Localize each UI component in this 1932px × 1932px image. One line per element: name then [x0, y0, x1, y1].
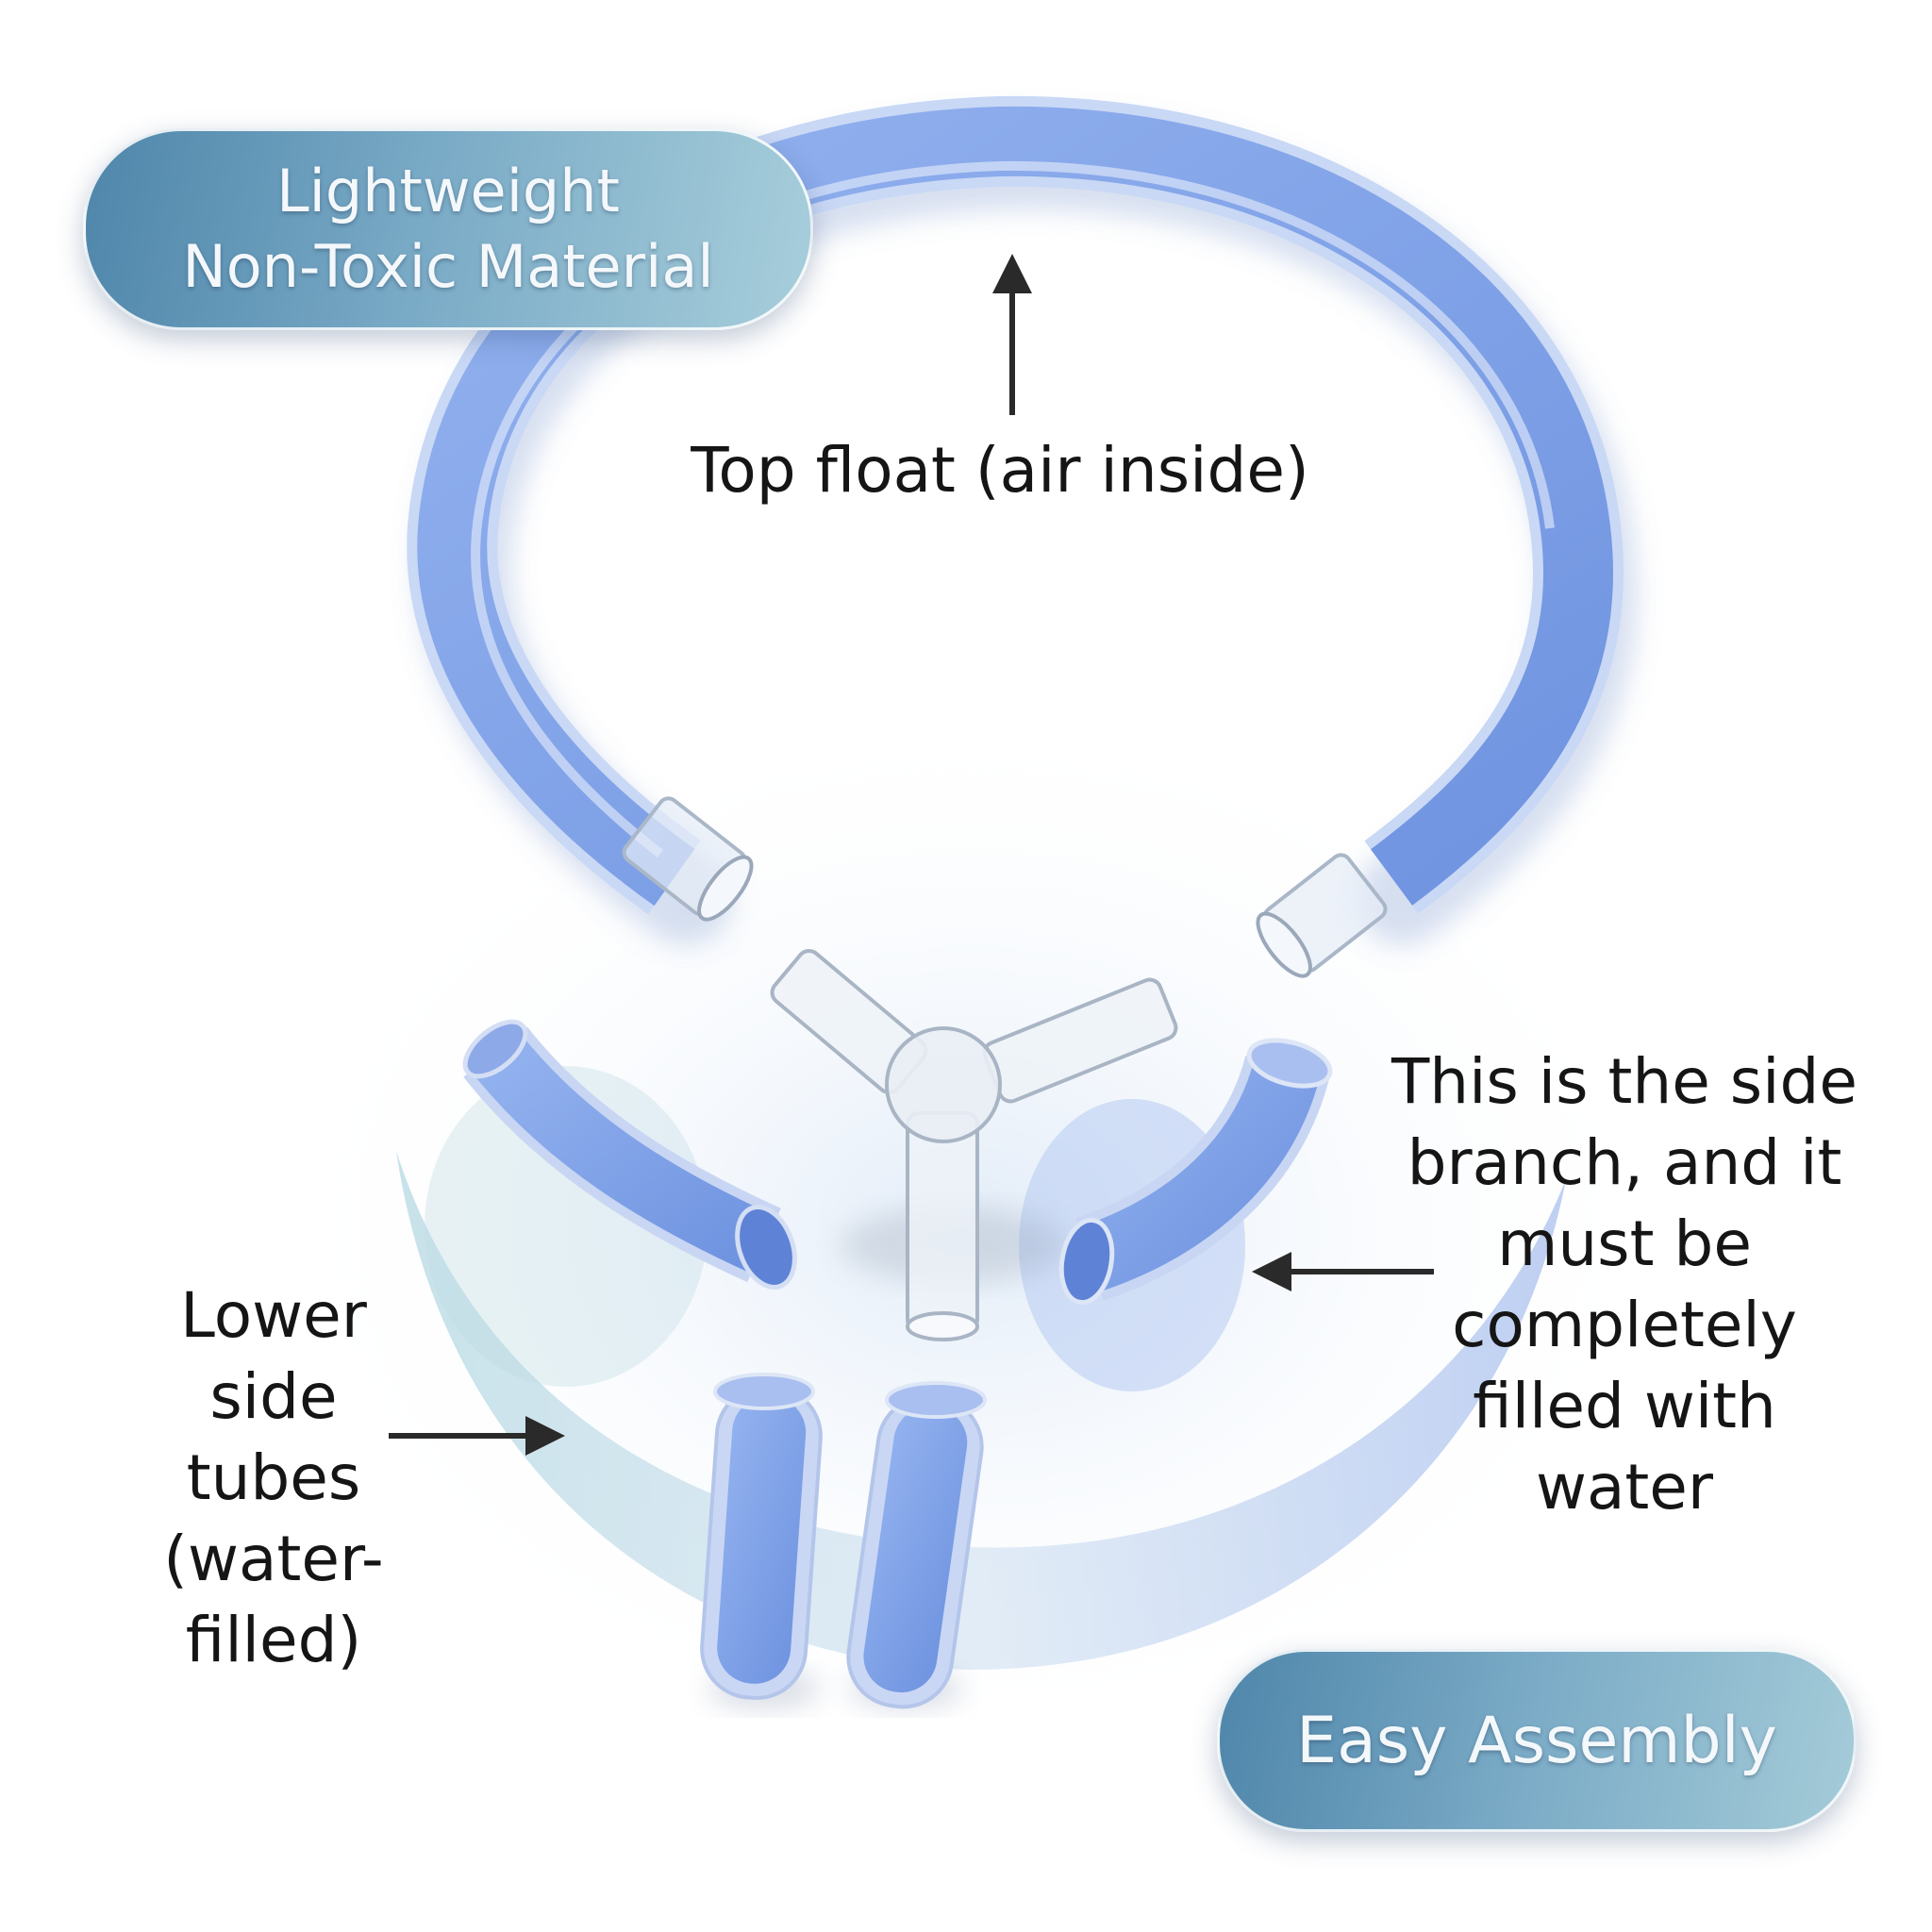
material-badge-line2: Non-Toxic Material — [182, 232, 714, 301]
side-branch-line: must be — [1497, 1208, 1752, 1280]
lower-tubes-line: tubes — [186, 1441, 361, 1514]
lower-tubes-line: side — [209, 1360, 338, 1433]
lower-tubes-callout: Lower side tubes (water- filled) — [132, 1275, 415, 1681]
lower-tube-left — [700, 1373, 823, 1709]
side-tube-left — [462, 1019, 797, 1290]
side-branch-line: water — [1535, 1451, 1714, 1524]
lower-tubes-line: Lower — [180, 1279, 367, 1352]
background-swoosh — [396, 1151, 1566, 1670]
side-branch-callout: This is the side branch, and it must be … — [1370, 1041, 1879, 1528]
side-branch-line: This is the side — [1391, 1045, 1858, 1118]
assembly-badge: Easy Assembly — [1217, 1649, 1857, 1832]
assembly-badge-label: Easy Assembly — [1296, 1703, 1777, 1778]
side-branch-line: completely — [1452, 1289, 1797, 1361]
side-branch-line: branch, and it — [1407, 1126, 1842, 1199]
left-connector — [622, 796, 754, 922]
y-connector — [770, 948, 1178, 1341]
top-float-tube — [407, 95, 1638, 945]
material-badge: Lightweight Non-Toxic Material — [83, 128, 813, 330]
top-float-callout: Top float (air inside) — [691, 434, 1309, 507]
lower-tubes-line: (water- — [163, 1523, 384, 1595]
side-branch-line: filled with — [1473, 1370, 1776, 1442]
lower-tubes-line: filled) — [185, 1604, 362, 1676]
right-connector — [1256, 853, 1388, 978]
side-branch-tube — [1058, 1038, 1333, 1306]
lower-tube-right — [846, 1381, 987, 1709]
material-badge-line1: Lightweight — [276, 157, 620, 225]
